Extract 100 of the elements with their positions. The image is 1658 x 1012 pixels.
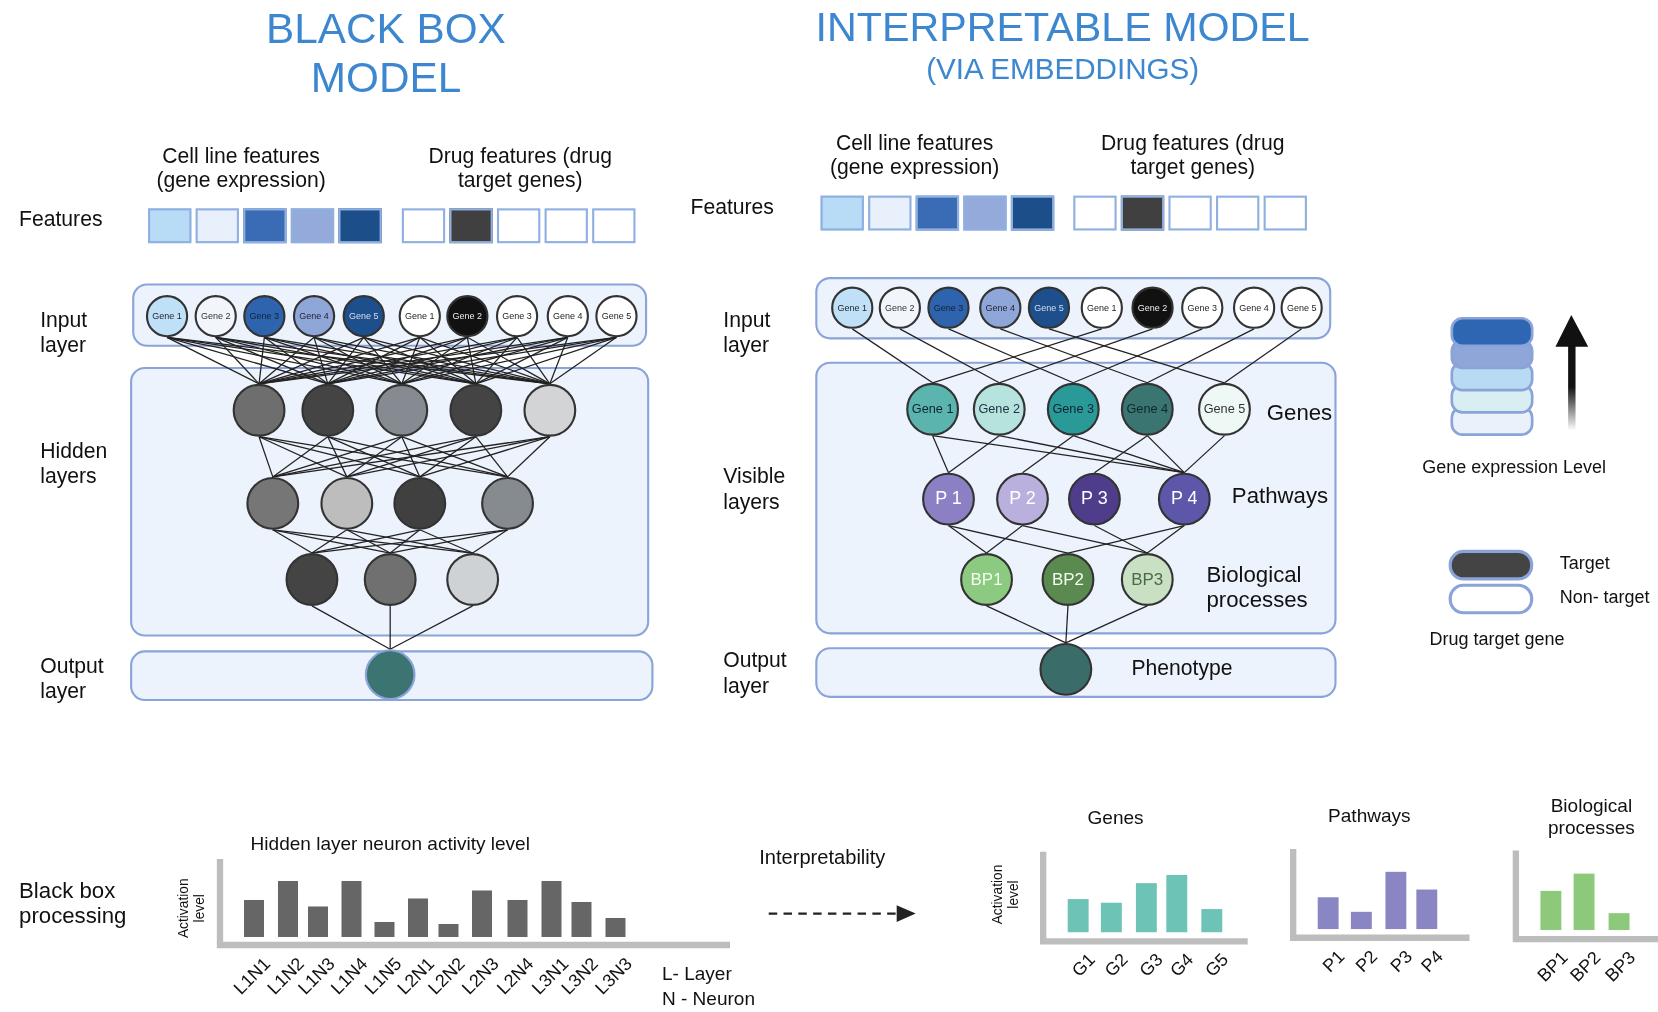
connection-line — [313, 336, 403, 385]
layer-category-label: Genes — [1266, 399, 1334, 426]
tick-label: P2 — [1351, 946, 1383, 978]
arrow-label: Interpretability — [759, 845, 887, 869]
connection-line — [472, 529, 509, 554]
connection-line — [1048, 328, 1226, 384]
connection-line — [313, 336, 329, 385]
legend-text: Target — [1559, 553, 1611, 574]
connection-line — [932, 328, 1103, 384]
feature-group-heading: Drug features (drug target genes) — [427, 143, 613, 193]
connection-line — [311, 529, 348, 554]
connection-line — [851, 328, 934, 384]
row-label: Black box processing — [19, 877, 128, 929]
connection-line — [215, 336, 260, 385]
layer-label: Input layer — [40, 306, 89, 358]
tick-label: P4 — [1416, 946, 1448, 978]
feature-group-heading: Cell line features (gene expression) — [829, 131, 1001, 180]
connection-line — [1065, 605, 1148, 644]
connection-line — [475, 436, 509, 478]
connection-line — [1183, 435, 1226, 474]
connection-line — [947, 524, 988, 554]
connection-line — [272, 529, 313, 554]
connection-line — [389, 605, 391, 650]
tick-label: P1 — [1317, 946, 1350, 978]
layer-label: Visible layers — [723, 463, 787, 514]
connection-line — [327, 436, 421, 478]
connection-line — [389, 529, 421, 554]
connection-line — [1067, 524, 1185, 554]
connection-line — [1065, 605, 1069, 644]
connection-line — [998, 435, 1185, 474]
connection-line — [1021, 435, 1074, 474]
output-label: Phenotype — [1131, 655, 1234, 680]
layer-label: Output layer — [40, 652, 105, 704]
connection-line — [363, 336, 403, 385]
connection-line — [1072, 328, 1203, 384]
connection-line — [419, 436, 551, 478]
connection-line — [1093, 524, 1148, 554]
layer-label: Hidden layers — [40, 437, 109, 489]
connection-line — [475, 336, 518, 385]
connection-line — [419, 336, 477, 385]
connection-line — [947, 524, 1069, 554]
connection-line — [346, 529, 391, 554]
tick-label: G4 — [1165, 949, 1198, 983]
tick-label: G2 — [1099, 949, 1133, 983]
legend-text: Non- target — [1559, 586, 1651, 608]
connection-line — [258, 336, 365, 385]
connection-line — [549, 336, 618, 385]
connection-line — [475, 336, 569, 385]
connection-line — [1146, 435, 1185, 474]
chart-title: Biological processes — [1547, 795, 1636, 839]
connection-line — [1146, 524, 1185, 554]
layer-label: Input layer — [723, 306, 772, 358]
connection-line — [363, 336, 477, 385]
title-heading: BLACK BOX MODEL — [265, 4, 507, 102]
connection-line — [401, 436, 509, 478]
axis-title: Activation level — [176, 877, 209, 941]
connection-line — [1146, 328, 1255, 384]
connection-line — [899, 328, 1000, 384]
layer-category-label: Pathways — [1231, 483, 1330, 509]
title-heading: INTERPRETABLE MODEL — [814, 4, 1311, 52]
connection-line — [466, 336, 477, 385]
connection-line — [389, 605, 474, 650]
note-text: L- Layer — [661, 963, 733, 986]
connection-line — [985, 605, 1067, 644]
connection-line — [1021, 524, 1148, 554]
connection-line — [475, 336, 618, 385]
tick-label: G1 — [1066, 949, 1100, 983]
connection-line — [1223, 328, 1303, 384]
connection-line — [401, 336, 518, 385]
chart-title: Genes — [1086, 806, 1145, 829]
connection-line — [272, 436, 403, 478]
connection-line — [258, 436, 348, 478]
feature-group-heading: Drug features (drug target genes) — [1100, 131, 1286, 180]
connection-line — [346, 436, 477, 478]
legend-caption: Drug target gene — [1429, 629, 1566, 650]
feature-group-heading: Cell line features (gene expression) — [155, 143, 327, 193]
connection-line — [466, 336, 551, 385]
connection-line — [985, 524, 1024, 554]
connection-line — [166, 336, 260, 385]
subtitle: (VIA EMBEDDINGS) — [925, 52, 1201, 87]
axis-title: Activation level — [990, 863, 1023, 927]
connection-line — [549, 336, 569, 385]
connection-line — [516, 336, 551, 385]
tick-label: BP3 — [1601, 947, 1640, 988]
connection-line — [419, 529, 474, 554]
connection-line — [327, 436, 348, 478]
connection-line — [258, 336, 265, 385]
tick-label: G5 — [1200, 949, 1233, 983]
connection-line — [272, 436, 329, 478]
connection-line — [263, 336, 329, 385]
connection-line — [311, 605, 391, 650]
layer-category-label: Biological processes — [1206, 561, 1309, 613]
tick-label: P3 — [1385, 946, 1417, 978]
connection-line — [258, 336, 315, 385]
tick-label: G3 — [1134, 949, 1168, 983]
row-label: Features — [690, 194, 775, 219]
connection-line — [327, 336, 365, 385]
connection-line — [932, 435, 950, 474]
connection-line — [401, 436, 421, 478]
connection-line — [401, 336, 468, 385]
